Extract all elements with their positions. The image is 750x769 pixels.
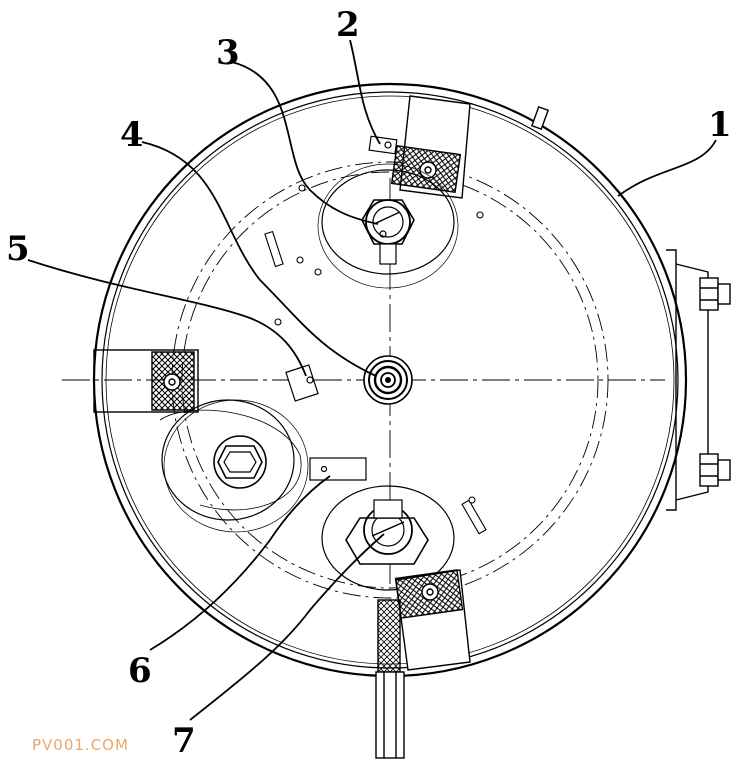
handle-left — [93, 349, 199, 413]
lower-valve-assembly — [321, 485, 455, 591]
handle-upper — [390, 95, 471, 199]
callout-2: 2 — [336, 5, 360, 45]
top-tab — [530, 105, 550, 131]
leader-4 — [141, 141, 377, 377]
leader-lines — [27, 39, 717, 721]
callout-1: 1 — [708, 105, 732, 145]
bracket-bolt-lower — [699, 453, 731, 487]
small-tag-5 — [285, 364, 319, 402]
leader-7 — [189, 533, 385, 721]
callout-7: 7 — [172, 721, 196, 761]
leader-1 — [617, 139, 717, 197]
left-pump-assembly — [159, 399, 309, 533]
watermark: PV001.COM — [32, 736, 129, 754]
tag-6 — [309, 457, 367, 481]
bottom-hose — [375, 599, 405, 759]
leader-3 — [231, 61, 379, 225]
small-tag-2 — [368, 135, 398, 155]
slots-and-holes — [264, 184, 487, 535]
leader-5 — [27, 259, 307, 377]
callout-5: 5 — [6, 229, 30, 269]
center-fitting — [363, 355, 413, 405]
side-bracket — [666, 249, 709, 511]
bracket-bolt-upper — [699, 277, 731, 311]
callout-4: 4 — [120, 115, 144, 155]
leader-6 — [149, 475, 331, 651]
callout-3: 3 — [216, 33, 240, 73]
leader-2 — [349, 39, 381, 145]
callout-6: 6 — [128, 651, 152, 691]
handle-lower — [394, 569, 471, 671]
